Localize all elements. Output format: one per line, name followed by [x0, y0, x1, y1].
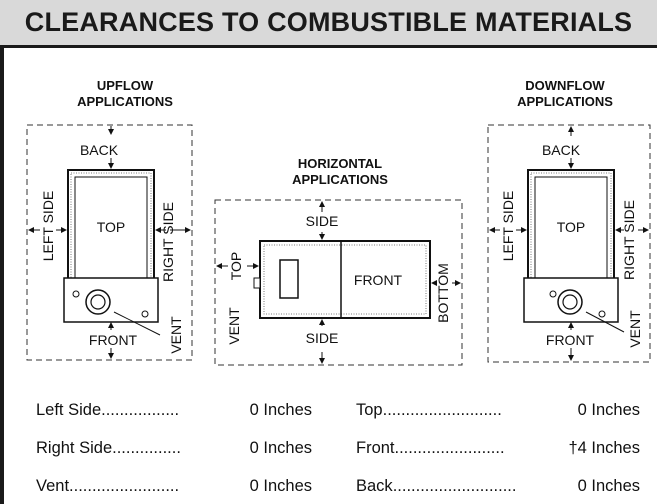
page-title: CLEARANCES TO COMBUSTIBLE MATERIALS [24, 7, 633, 37]
upflow-vent-label: VENT [168, 316, 184, 354]
upflow-clearance-boundary [26, 124, 193, 361]
horizontal-heading: HORIZONTAL APPLICATIONS [265, 156, 415, 188]
spec-leader-dots: ........................ [69, 477, 180, 495]
upflow-vent-leader [113, 311, 161, 336]
spec-label: Right Side [36, 439, 113, 457]
upflow-left-side-label: LEFT SIDE [40, 191, 56, 262]
horizontal-heading-line2: APPLICATIONS [292, 172, 388, 187]
horizontal-clearance-boundary [214, 199, 463, 366]
spec-label: Left Side [36, 401, 102, 419]
spec-left-side: Left Side ................. 0 Inches [36, 401, 312, 420]
downflow-right-side-label: RIGHT SIDE [621, 200, 637, 280]
horizontal-heading-line1: HORIZONTAL [297, 156, 383, 171]
downflow-vent-inner [562, 294, 578, 310]
spec-value: 0 Inches [249, 401, 312, 419]
spec-label: Back [356, 477, 393, 495]
upflow-heading: UPFLOW APPLICATIONS [50, 78, 200, 110]
spec-back: Back ........................... 0 Inche… [356, 477, 640, 496]
horizontal-top-label: TOP [228, 252, 244, 281]
upflow-heading-line2: APPLICATIONS [77, 94, 173, 109]
downflow-clearance-boundary [487, 124, 651, 363]
horizontal-diagram: SIDE SIDE TOP FRONT BOTTOM VENT [214, 199, 463, 366]
spec-leader-dots: .......................... [382, 401, 502, 419]
downflow-front-label: FRONT [546, 332, 595, 348]
title-banner: CLEARANCES TO COMBUSTIBLE MATERIALS [0, 0, 657, 48]
spec-leader-dots: ............... [112, 439, 181, 457]
downflow-heading-line2: APPLICATIONS [517, 94, 613, 109]
downflow-back-label: BACK [542, 142, 581, 158]
upflow-top-label: TOP [97, 219, 126, 235]
downflow-knockout [549, 290, 557, 298]
spec-value: 0 Inches [577, 477, 640, 495]
horizontal-bottom-label: BOTTOM [435, 263, 451, 323]
upflow-vent-inner [90, 294, 106, 310]
upflow-knockout-2 [141, 310, 149, 318]
spec-value: 0 Inches [249, 439, 312, 457]
upflow-blower-section [63, 277, 159, 323]
clearance-diagrams: BACK TOP LEFT SIDE RIGHT SIDE FRONT VENT [26, 124, 651, 366]
spec-label: Front [356, 439, 395, 457]
spec-value: †4 Inches [568, 439, 640, 457]
horizontal-door-panel [279, 259, 299, 299]
horizontal-cabinet-trim [263, 244, 427, 315]
downflow-left-side-label: LEFT SIDE [500, 191, 516, 262]
spec-leader-dots: ........................ [394, 439, 505, 457]
left-frame-rule [0, 48, 4, 504]
spec-top: Top .......................... 0 Inches [356, 401, 640, 420]
upflow-knockout [72, 290, 80, 298]
downflow-heading-line1: DOWNFLOW [525, 78, 605, 93]
spec-row: Vent ........................ 0 Inches B… [36, 477, 646, 501]
spec-value: 0 Inches [249, 477, 312, 495]
downflow-vent-leader [585, 311, 625, 333]
upflow-right-side-label: RIGHT SIDE [160, 202, 176, 282]
upflow-heading-line1: UPFLOW [96, 78, 154, 93]
downflow-knockout-2 [598, 310, 606, 318]
upflow-front-label: FRONT [89, 332, 138, 348]
spec-front: Front ........................ †4 Inches [356, 439, 640, 458]
spec-label: Top [356, 401, 383, 419]
downflow-vent-label: VENT [627, 310, 643, 348]
spec-leader-dots: ................. [101, 401, 180, 419]
downflow-heading: DOWNFLOW APPLICATIONS [490, 78, 640, 110]
spec-right-side: Right Side ............... 0 Inches [36, 439, 312, 458]
spec-leader-dots: ........................... [392, 477, 517, 495]
spec-label: Vent [36, 477, 70, 495]
downflow-top-label: TOP [557, 219, 586, 235]
spec-vent: Vent ........................ 0 Inches [36, 477, 312, 496]
upflow-diagram: BACK TOP LEFT SIDE RIGHT SIDE FRONT VENT [26, 124, 193, 361]
spec-row: Left Side ................. 0 Inches Top… [36, 401, 646, 425]
downflow-diagram: BACK TOP LEFT SIDE RIGHT SIDE FRONT VENT [487, 124, 651, 363]
horizontal-front-label: FRONT [354, 272, 403, 288]
spec-row: Right Side ............... 0 Inches Fron… [36, 439, 646, 463]
horizontal-vent-label: VENT [226, 307, 242, 345]
horizontal-side-bottom-label: SIDE [306, 330, 339, 346]
spec-value: 0 Inches [577, 401, 640, 419]
upflow-back-label: BACK [80, 142, 119, 158]
horizontal-side-top-label: SIDE [306, 213, 339, 229]
horizontal-vent-collar [253, 277, 261, 289]
